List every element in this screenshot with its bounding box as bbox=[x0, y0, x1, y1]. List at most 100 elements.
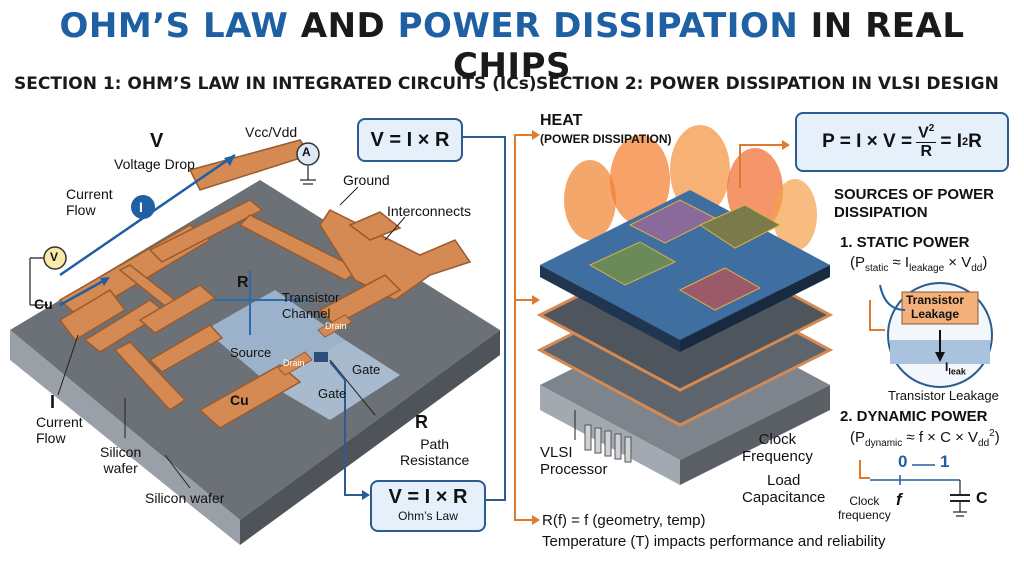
static-tail: × V bbox=[944, 254, 972, 271]
drain-top-label: Drain bbox=[325, 321, 347, 331]
title-part-power: POWER DISSIPATION bbox=[397, 6, 799, 46]
i-leak-symbol: I bbox=[945, 360, 949, 374]
current-symbol: I bbox=[50, 392, 56, 412]
cu-bottom-label: Cu bbox=[230, 392, 249, 408]
flame bbox=[773, 179, 817, 251]
current-flow-arrow bbox=[59, 278, 106, 307]
silicon-wafer-right-side bbox=[240, 330, 500, 545]
power-formula-numerator: V2 bbox=[916, 122, 937, 144]
ohms-law-caption: Ohm’s Law bbox=[398, 509, 458, 523]
processor-layer-bottom-side bbox=[680, 385, 830, 485]
voltmeter-icon bbox=[43, 246, 67, 270]
orange-arrowhead bbox=[532, 295, 540, 305]
copper-trace bbox=[148, 199, 264, 263]
fin bbox=[584, 424, 592, 451]
flame bbox=[610, 135, 670, 225]
copper-trace bbox=[348, 211, 402, 241]
i-leak-sub: leak bbox=[948, 366, 966, 377]
power-formula-num-exp: 2 bbox=[928, 122, 935, 134]
gate-region bbox=[270, 340, 400, 420]
leader-ground bbox=[339, 186, 359, 206]
leader-interconnects bbox=[384, 216, 406, 241]
copper-trace bbox=[138, 284, 217, 334]
power-formula-lhs: P = I × V = bbox=[822, 131, 913, 152]
processor-core bbox=[698, 204, 782, 249]
section1-heading: SECTION 1: OHM’S LAW IN INTEGRATED CIRCU… bbox=[14, 74, 537, 94]
transistor-channel-region bbox=[205, 290, 345, 385]
path-resistance-label: Path Resistance bbox=[400, 436, 470, 468]
ground-label: Ground bbox=[343, 172, 390, 188]
static-mid-sub: leakage bbox=[909, 263, 945, 274]
title-part-chips: IN REAL CHIPS bbox=[453, 6, 965, 86]
current-flow-arrowhead bbox=[100, 277, 110, 286]
current-badge-label: I bbox=[139, 199, 143, 215]
frequency-symbol: f bbox=[896, 490, 902, 509]
silicon-wafer-label-2: Silicon wafer bbox=[145, 490, 225, 506]
toggle-one: 1 bbox=[940, 452, 950, 471]
transistor-channel-label: Transistor Channel bbox=[282, 290, 340, 321]
voltmeter-label: V bbox=[50, 250, 59, 264]
heat-sink bbox=[584, 424, 632, 463]
static-mid: ≈ I bbox=[888, 254, 910, 271]
drain-pad-mid bbox=[277, 351, 313, 376]
voltage-drop-label: Voltage Drop bbox=[114, 156, 195, 172]
section2-heading: SECTION 2: POWER DISSIPATION IN VLSI DES… bbox=[536, 74, 999, 94]
dynamic-power-title: 2. DYNAMIC POWER bbox=[840, 408, 988, 425]
power-formula-fraction: V2 R bbox=[916, 122, 937, 161]
vlsi-processor-label: VLSI Processor bbox=[540, 444, 608, 478]
copper-interconnects bbox=[58, 139, 472, 429]
leader-silicon-wafer-2 bbox=[164, 454, 191, 489]
dynamic-exp: 2 bbox=[989, 428, 995, 439]
resistance-symbol: R bbox=[237, 274, 249, 291]
copper-trace bbox=[113, 341, 187, 411]
ohms-law-formula-top: V = I × R bbox=[357, 118, 463, 162]
fin bbox=[594, 427, 602, 454]
orange-dynamic-bracket bbox=[859, 460, 870, 479]
dynamic-mid: ≈ f × C × V bbox=[902, 429, 979, 446]
copper-trace bbox=[188, 139, 312, 191]
source-label: Source bbox=[230, 345, 272, 360]
static-to-leakage-arrow bbox=[879, 284, 906, 311]
copper-trace bbox=[318, 274, 402, 326]
copper-trace bbox=[238, 214, 362, 281]
drain-pad-top bbox=[317, 314, 353, 338]
leader-current-flow bbox=[57, 334, 79, 396]
drain-mid-label: Drain bbox=[283, 358, 305, 368]
current-badge-icon bbox=[131, 195, 155, 219]
temperature-note: Temperature (T) impacts performance and … bbox=[542, 533, 886, 550]
power-formula-num: V bbox=[918, 124, 929, 142]
heat-label: HEAT bbox=[540, 112, 583, 129]
voltage-drop-arrowhead bbox=[224, 155, 235, 166]
connector-formula-boxes bbox=[460, 136, 506, 501]
i-leak-label: Ileak bbox=[945, 360, 966, 376]
load-capacitance-label: Load Capacitance bbox=[742, 472, 826, 506]
interconnects-label: Interconnects bbox=[387, 203, 472, 219]
vcc-label: Vcc/Vdd bbox=[245, 124, 298, 140]
title-part-ohms-law: OHM’S LAW bbox=[59, 6, 289, 46]
fin bbox=[624, 436, 632, 463]
dynamic-power-formula: (Pdynamic ≈ f × C × Vdd2) bbox=[850, 428, 1000, 449]
orange-heat-arrowhead bbox=[782, 140, 790, 150]
leader-path-resistance bbox=[329, 359, 376, 416]
power-formula-tail: R bbox=[968, 131, 982, 152]
gate-right-label: Gate bbox=[352, 362, 381, 377]
path-resistance-symbol: R bbox=[415, 412, 428, 432]
current-flow-top-label: Current Flow bbox=[66, 186, 113, 218]
sources-title: SOURCES OF POWER DISSIPATION bbox=[834, 186, 995, 221]
dynamic-mid-sub: dd bbox=[978, 438, 990, 449]
transistor-leakage-caption: Transistor Leakage bbox=[888, 388, 999, 403]
page-title: OHM’S LAW AND POWER DISSIPATION IN REAL … bbox=[0, 6, 1024, 86]
static-tail-sub: dd bbox=[971, 263, 983, 274]
copper-trace bbox=[319, 209, 472, 301]
orange-static-bracket bbox=[869, 300, 885, 331]
title-part-and: AND bbox=[300, 6, 386, 46]
silicon-wafer-label: Silicon wafer bbox=[100, 444, 142, 476]
heat-flames bbox=[564, 125, 817, 251]
power-formula-exp: 2 bbox=[962, 136, 969, 148]
cu-left-label: Cu bbox=[34, 296, 53, 312]
toggle-zero: 0 bbox=[898, 452, 908, 471]
transistor-leakage-box-label: Transistor Leakage bbox=[906, 293, 965, 321]
gate-mid-label: Gate bbox=[318, 386, 347, 401]
